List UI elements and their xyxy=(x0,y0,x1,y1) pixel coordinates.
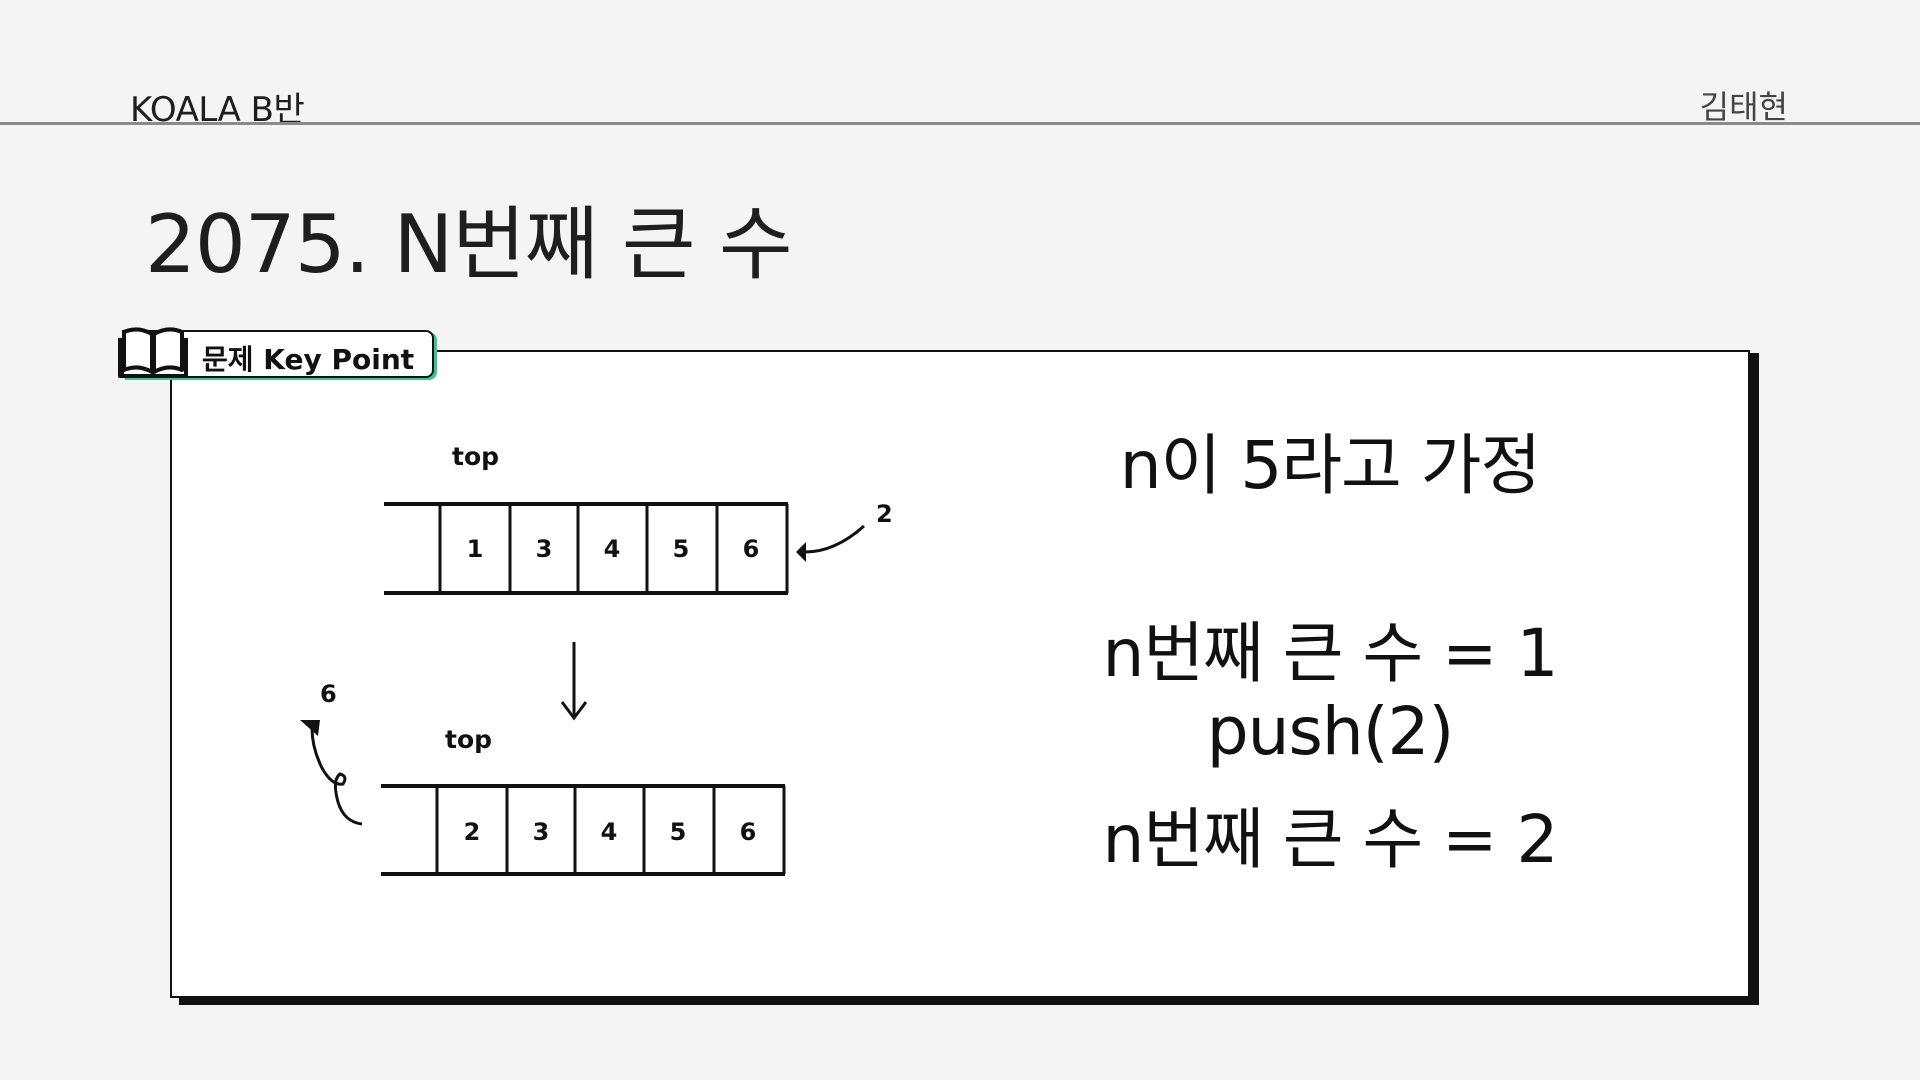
nth-largest-after: n번째 큰 수 = 2 xyxy=(1102,801,1559,878)
bottom-stack-cell: 2 xyxy=(464,818,481,846)
bottom-stack-cell: 6 xyxy=(740,818,757,846)
bottom-stack-cell: 4 xyxy=(601,818,618,846)
incoming-value: 2 xyxy=(876,500,893,528)
top-stack-cell: 6 xyxy=(743,535,760,563)
assumption-text: n이 5라고 가정 xyxy=(1119,427,1541,504)
push-operation: push(2) xyxy=(1206,693,1454,770)
header-author: 김태현 xyxy=(1699,88,1788,126)
outgoing-arrowhead xyxy=(300,720,320,736)
top-stack-cell: 5 xyxy=(673,535,690,563)
top-stack-cell: 4 xyxy=(604,535,621,563)
top-stack-cell: 1 xyxy=(467,535,484,563)
incoming-arrowhead xyxy=(796,542,806,562)
keypoint-label: 문제 Key Point xyxy=(202,343,415,376)
bottom-stack-top-label: top xyxy=(445,725,492,754)
bottom-stack-cell: 3 xyxy=(533,818,550,846)
transition-arrowhead xyxy=(560,701,588,721)
top-stack-cell: 3 xyxy=(536,535,553,563)
header-divider xyxy=(0,122,1920,125)
outgoing-arrow xyxy=(310,727,363,826)
stack-diagram: top 1 3 4 5 6 2 top 2 3 4 5 6 6 xyxy=(300,442,893,876)
top-stack-top-label: top xyxy=(452,442,499,471)
content-card xyxy=(170,350,1750,998)
outgoing-value: 6 xyxy=(320,680,337,708)
nth-largest-before: n번째 큰 수 = 1 xyxy=(1102,615,1559,692)
top-stack xyxy=(384,502,789,595)
page-title: 2075. N번째 큰 수 xyxy=(145,198,793,291)
open-book-icon xyxy=(118,327,188,378)
incoming-arrow xyxy=(804,524,866,554)
bottom-stack xyxy=(381,784,786,876)
bottom-stack-cell: 5 xyxy=(670,818,687,846)
